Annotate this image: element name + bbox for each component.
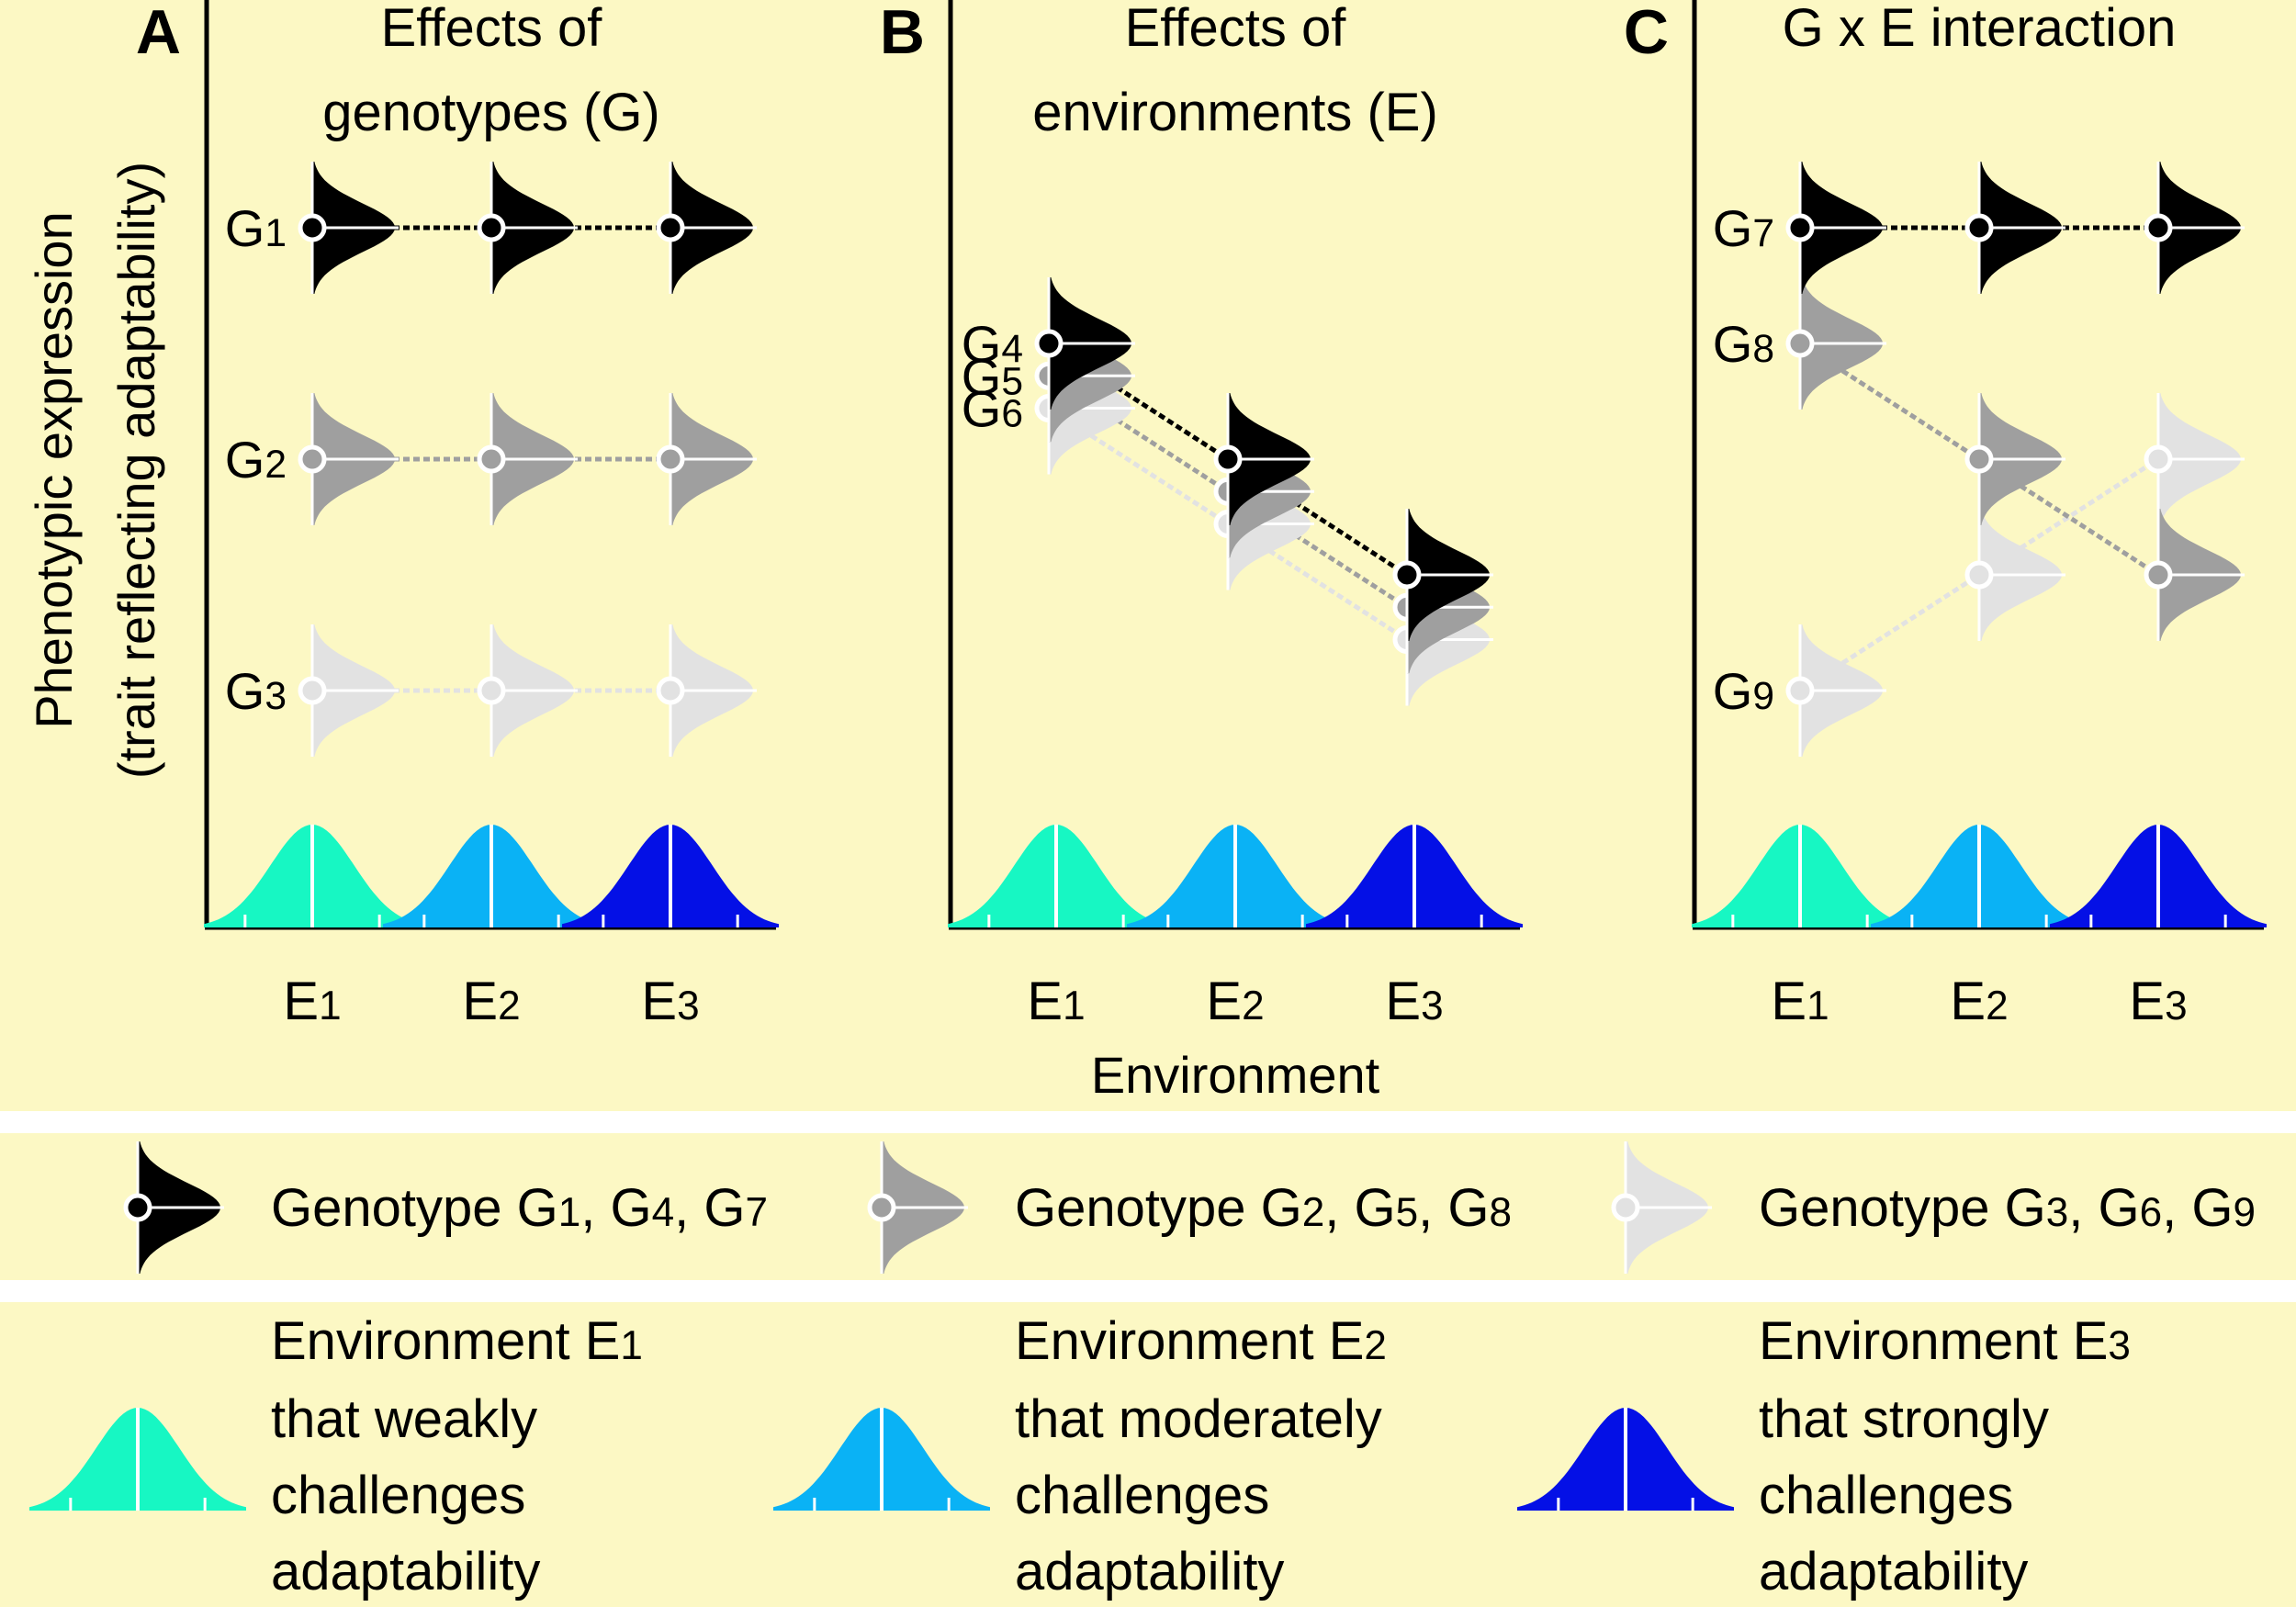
x-tick-label-e2: E2 [462,972,520,1031]
genotype-marker [1964,393,2065,525]
legend-environment-line: that strongly [1759,1389,2049,1449]
legend-genotype-mid: Genotype G2, G5, G8 [867,1141,1512,1274]
genotype-label: G8 [1713,315,1774,373]
genotype-marker [298,162,399,294]
legend-environment-line: challenges [1759,1466,2013,1525]
panel-letter: B [880,0,925,67]
genotype-marker [2144,509,2245,641]
genotype-marker [1213,393,1314,525]
legend-environment-line: that moderately [1015,1389,1382,1449]
x-tick-label-e1: E1 [283,972,341,1031]
genotype-label: G3 [225,662,287,720]
legend-environment-line: adaptability [1759,1542,2028,1601]
panel-title-line: Effects of [1125,0,1347,58]
legend: Genotype G1, G4, G7 Genotype G2, G5, G8 Ge… [29,1141,2256,1601]
panel-title-line: environments (E) [1032,83,1438,142]
panel-title-line: genotypes (G) [322,83,660,142]
legend-env-bell [773,1408,990,1511]
genotype-marker [1964,509,2065,641]
y-axis-title-line-2: (trait reflecting adaptability) [107,162,165,779]
genotype-label: G2 [225,431,287,489]
env-bell-e3 [1306,825,1523,927]
legend-genotype-dark: Genotype G1, G4, G7 [123,1141,768,1274]
env-bell-e2 [1127,825,1344,927]
legend-environment-line: adaptability [1015,1542,1284,1601]
genotype-marker [1785,624,1886,757]
env-bell-e3 [562,825,779,927]
x-tick-label-e2: E2 [1950,972,2008,1031]
legend-environment-line-1: Environment E1 [271,1311,643,1371]
genotype-marker [298,624,399,757]
genotype-label: G5 [962,347,1023,405]
legend-environment-line: challenges [271,1466,525,1525]
x-tick-label-e2: E2 [1206,972,1264,1031]
legend-environment-2: Environment E2 that moderately challenges a… [773,1311,1387,1601]
legend-genotype-text: Genotype G2, G5, G8 [1015,1178,1512,1238]
genotype-marker [656,162,757,294]
x-tick-label-e3: E3 [641,972,699,1031]
genotype-label: G6 [962,380,1023,438]
separator-top [0,1111,2296,1133]
genotype-marker [477,624,578,757]
legend-environment-line: challenges [1015,1466,1269,1525]
separator-middle [0,1280,2296,1302]
genotype-label: G4 [962,315,1023,373]
genotype-marker [656,393,757,525]
x-tick-label-e1: E1 [1027,972,1085,1031]
genotype-marker [477,162,578,294]
legend-environment-3: Environment E3 that strongly challenges ada… [1517,1311,2131,1601]
panel-letter: A [136,0,181,67]
genotype-marker [1392,509,1493,641]
genotype-marker [1034,277,1135,410]
genotype-marker [2144,162,2245,294]
genotype-marker [2144,393,2245,525]
genotype-label: G7 [1713,199,1774,257]
x-axis-title: Environment [1091,1046,1380,1104]
env-bell-e3 [2050,825,2267,927]
env-bell-e1 [1692,825,1908,927]
legend-environment-line: adaptability [271,1542,540,1601]
genotype-marker [298,393,399,525]
genotype-marker [1964,162,2065,294]
genotype-label: G9 [1713,662,1774,720]
y-axis-title: Phenotypic expression (trait reflecting … [25,162,165,779]
genotype-marker [1785,277,1886,410]
genotype-marker [656,624,757,757]
x-tick-label-e3: E3 [2129,972,2187,1031]
genotype-marker [1785,162,1886,294]
panel-letter: C [1624,0,1669,67]
legend-env-bell [29,1408,246,1511]
env-bell-e1 [204,825,421,927]
legend-environment-line-1: Environment E2 [1015,1311,1387,1371]
x-tick-label-e3: E3 [1385,972,1443,1031]
env-bell-e2 [383,825,600,927]
genotype-label: G1 [225,199,287,257]
env-bell-e2 [1871,825,2088,927]
panel-title-line: Effects of [381,0,603,58]
legend-genotype-marker [867,1141,968,1274]
env-bell-e1 [948,825,1165,927]
x-tick-label-e1: E1 [1771,972,1829,1031]
legend-environment-line-1: Environment E3 [1759,1311,2131,1371]
legend-genotype-text: Genotype G3, G6, G9 [1759,1178,2256,1238]
legend-genotype-light: Genotype G3, G6, G9 [1611,1141,2256,1274]
legend-environment-1: Environment E1 that weakly challenges adapt… [29,1311,643,1601]
legend-genotype-text: Genotype G1, G4, G7 [271,1178,768,1238]
legend-environment-line: that weakly [271,1389,537,1449]
y-axis-title-line-1: Phenotypic expression [25,211,83,728]
legend-genotype-marker [1611,1141,1712,1274]
genotype-marker [477,393,578,525]
legend-genotype-marker [123,1141,224,1274]
legend-env-bell [1517,1408,1734,1511]
panel-title-line: G x E interaction [1783,0,2177,58]
